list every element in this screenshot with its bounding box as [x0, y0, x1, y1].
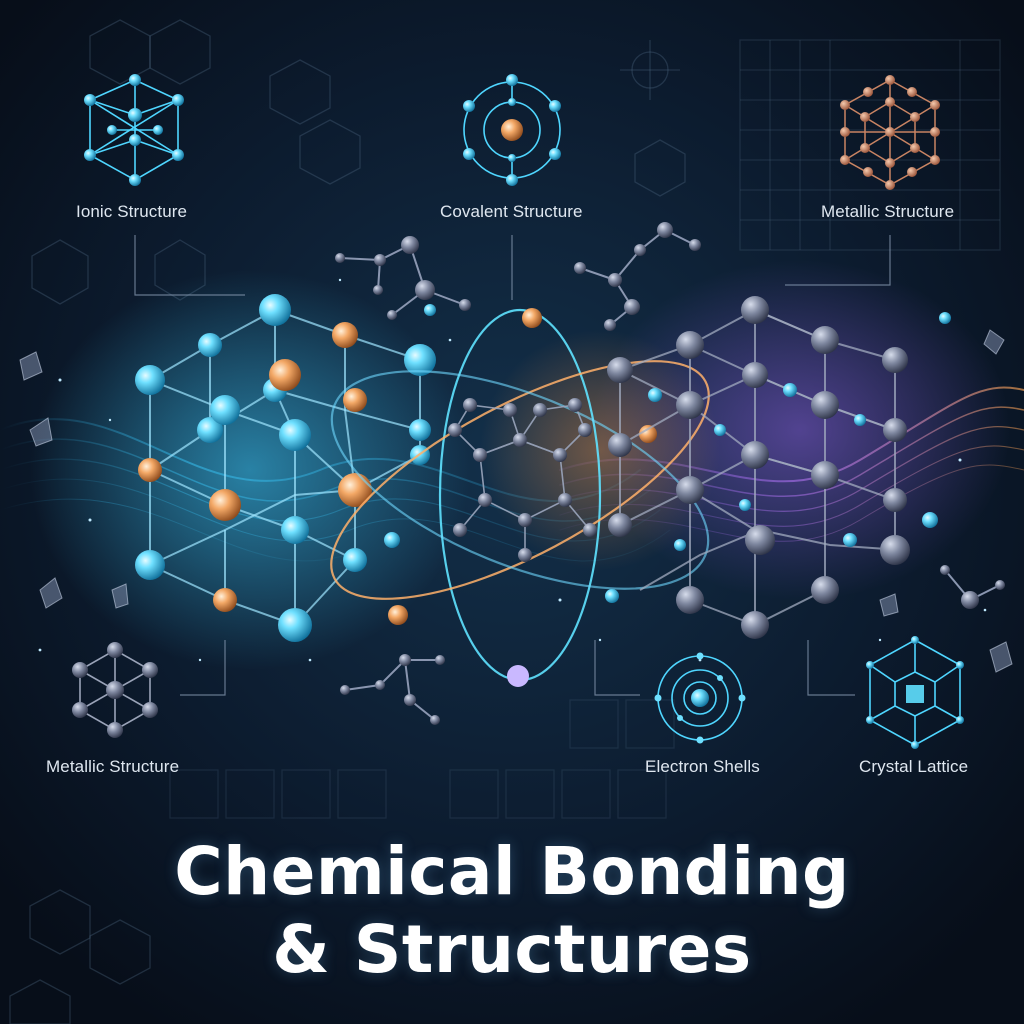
- metallic-lattice-atoms: [607, 296, 910, 639]
- orbit-electrons: [384, 308, 657, 687]
- ionic-structure-atoms: [84, 74, 184, 186]
- background-doodles: [9, 19, 1001, 1024]
- sparkles: [38, 278, 987, 662]
- metallic-lattice-electrons: [424, 304, 951, 551]
- poster-title-line-1: Chemical Bonding: [174, 833, 850, 910]
- crystal-lattice-atoms: [866, 636, 964, 749]
- crystal-lattice-label: Crystal Lattice: [859, 757, 969, 776]
- electron-shells-atoms: [654, 652, 746, 744]
- metallic-structure-bottom-label: Metallic Structure: [46, 757, 180, 776]
- callout-lines: [134, 235, 891, 696]
- covalent-structure-label: Covalent Structure: [440, 202, 583, 221]
- metallic-bottom-atoms: [72, 642, 158, 738]
- electron-shells-label: Electron Shells: [645, 757, 760, 776]
- ionic-structure-label: Ionic Structure: [76, 202, 188, 221]
- crystal-shards: [19, 329, 1013, 673]
- floating-molecule-atoms: [335, 222, 1005, 725]
- metallic-structure-atoms: [840, 75, 940, 190]
- covalent-structure-atoms: [463, 74, 561, 186]
- poster-title-line-2: & Structures: [272, 911, 752, 988]
- metallic-structure-top-label: Metallic Structure: [821, 202, 955, 221]
- ionic-lattice-atoms: [135, 294, 436, 642]
- molecular-cluster-atoms: [448, 398, 597, 562]
